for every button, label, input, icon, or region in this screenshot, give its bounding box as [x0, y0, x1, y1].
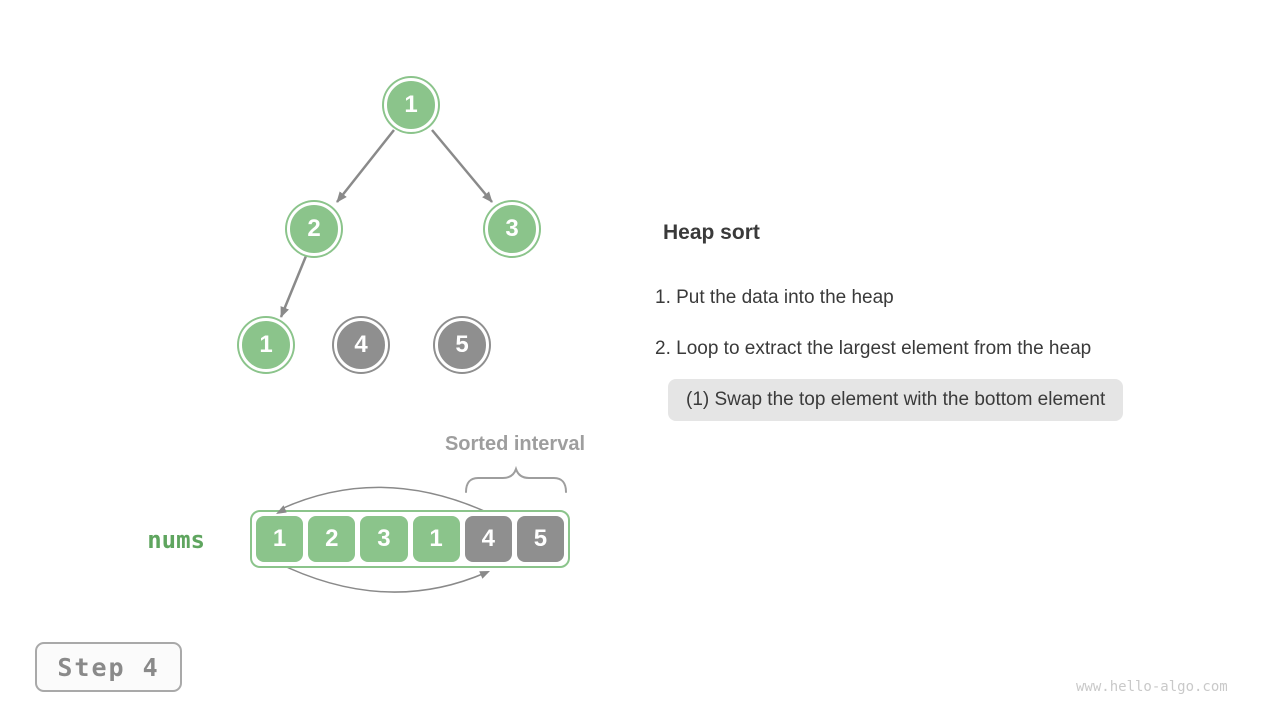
nums-array: 1 2 3 1 4 5	[250, 510, 570, 568]
panel-title: Heap sort	[663, 221, 760, 244]
sorted-interval-label: Sorted interval	[444, 433, 586, 455]
tree-node-sorted-4: 4	[334, 318, 388, 372]
nums-array-label: nums	[147, 526, 205, 554]
tree-edge-root-to-left-child-icon	[336, 129, 395, 203]
tree-node-root: 1	[384, 78, 438, 132]
panel-substep-highlight: (1) Swap the top element with the bottom…	[668, 379, 1124, 421]
panel-step-2: 2. Loop to extract the largest element f…	[655, 338, 1092, 359]
step-badge: Step 4	[35, 642, 182, 692]
array-cell-3: 1	[412, 516, 460, 562]
tree-edge-left-child-to-grandchild-icon	[279, 255, 308, 318]
array-cell-2: 3	[360, 516, 408, 562]
panel-step-1: 1. Put the data into the heap	[655, 287, 894, 308]
array-cell-1: 2	[308, 516, 356, 562]
tree-node-right-child: 3	[485, 202, 539, 256]
swap-arrowhead-bottom-icon	[479, 571, 490, 579]
tree-node-sorted-5: 5	[435, 318, 489, 372]
array-cell-0: 1	[256, 516, 304, 562]
tree-node-leaf-1: 1	[239, 318, 293, 372]
array-cell-5: 5	[516, 516, 565, 562]
array-cell-4: 4	[464, 516, 512, 562]
tree-node-left-child: 2	[287, 202, 341, 256]
tree-edge-root-to-right-child-icon	[431, 129, 493, 203]
watermark: www.hello-algo.com	[1076, 679, 1228, 695]
sorted-interval-brace-icon	[465, 465, 567, 493]
